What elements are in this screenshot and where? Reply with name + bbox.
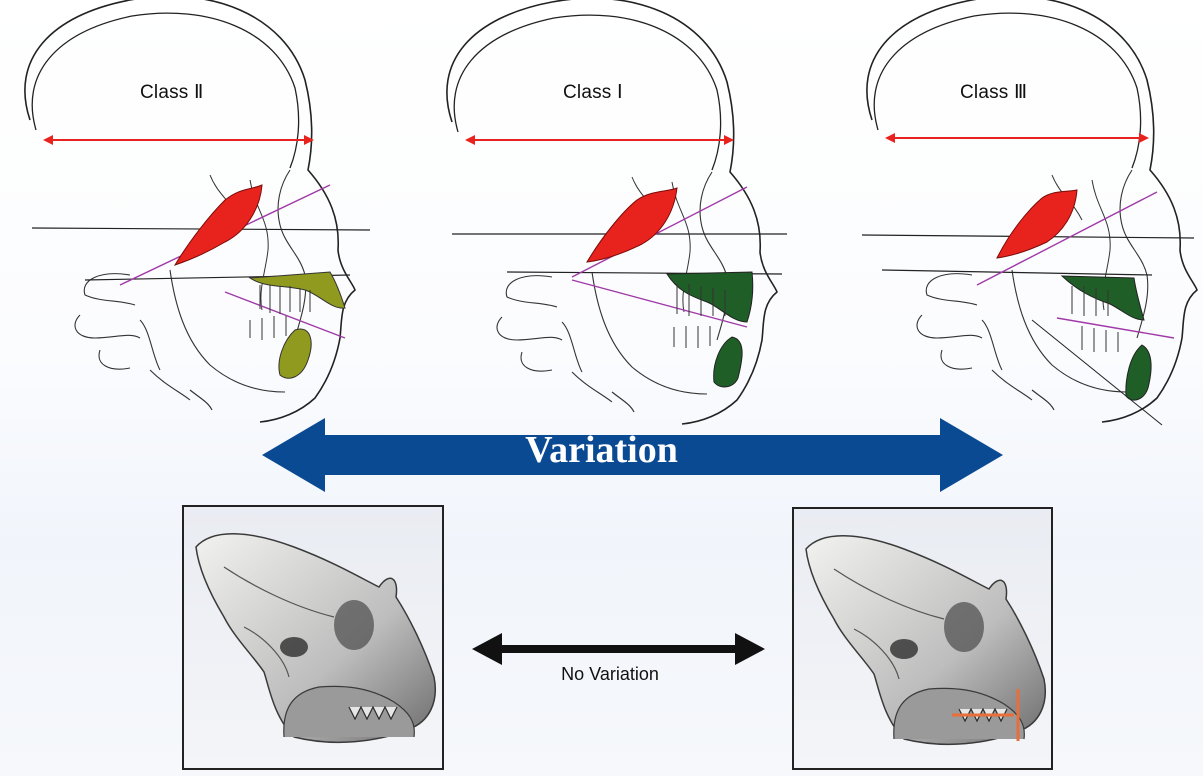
muscle-shape (587, 188, 677, 262)
no-variation-label: No Variation (530, 664, 690, 685)
upper-teeth-shape (250, 272, 345, 308)
skull-illustration (184, 507, 442, 768)
chin-shape (279, 329, 311, 378)
variation-label: Variation (0, 428, 1203, 472)
cephalogram-class-1 (447, 0, 787, 424)
upper-teeth-shape (1062, 276, 1144, 320)
label-class-2: Class Ⅱ (140, 81, 204, 104)
muscle-shape (175, 185, 262, 265)
skull-illustration (794, 509, 1051, 768)
upper-teeth-shape (667, 272, 753, 322)
cephalogram-class-2 (25, 0, 370, 422)
primate-skull-photo-right (792, 507, 1053, 770)
primate-skull-photo-left (182, 505, 444, 770)
muscle-shape (997, 190, 1077, 258)
label-class-1: Class Ⅰ (563, 81, 623, 104)
no-variation-arrow (472, 633, 765, 665)
cephalogram-class-3 (862, 0, 1197, 425)
chin-shape (1126, 345, 1151, 400)
label-class-3: Class Ⅲ (960, 81, 1027, 104)
chin-shape (714, 337, 742, 387)
